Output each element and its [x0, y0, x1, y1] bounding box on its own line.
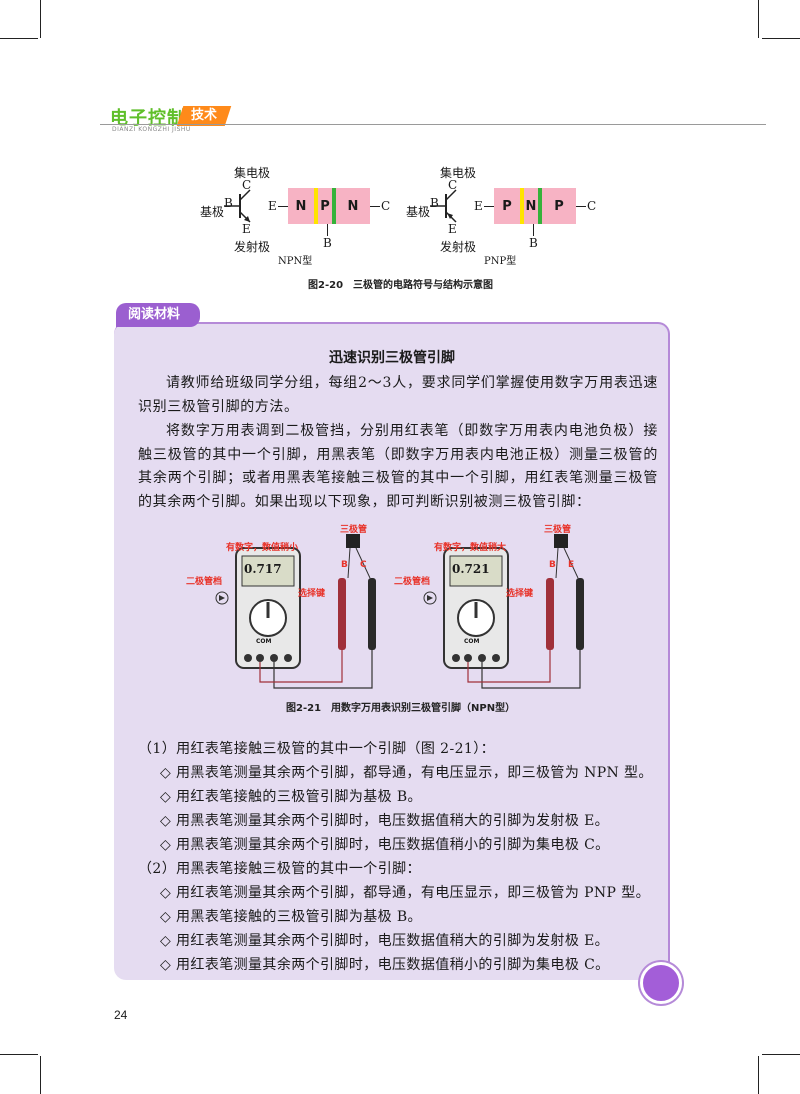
- pnp-structure-bar: P N P: [494, 188, 576, 224]
- npn-bar-c: C: [381, 199, 391, 213]
- npn-junction-2: [332, 188, 336, 224]
- meter-2-diode-label: 二极管档: [394, 577, 431, 587]
- book-logo-icon: [640, 962, 682, 1004]
- npn-e-label: E: [242, 222, 251, 236]
- npn-seg-3: N: [336, 188, 370, 224]
- meter-1-pin-c: C: [360, 560, 367, 570]
- meter-2-pin-b: B: [549, 560, 556, 570]
- header-title-orange: 技术: [190, 108, 217, 123]
- crop-mark: [758, 1056, 759, 1094]
- meter-2-transistor-label: 三极管: [544, 525, 572, 535]
- pnp-junction-1: [520, 188, 524, 224]
- header-badge: 电子控制 技术: [110, 104, 232, 129]
- meter-1-selector-label: 选择键: [298, 589, 326, 599]
- step-line-7: ◇ 用红表笔测量其余两个引脚，都导通，有电压显示，即三极管为 PNP 型。: [160, 885, 651, 901]
- meter-2-com-label: COM: [464, 638, 480, 645]
- pnp-wire-c: [576, 206, 586, 207]
- pnp-emitter-label: 发射极: [440, 240, 477, 254]
- pnp-bar-b: B: [529, 236, 538, 250]
- page-number: 24: [114, 1008, 128, 1022]
- reading-box: [114, 322, 670, 980]
- npn-emitter-label: 发射极: [234, 240, 271, 254]
- meter-1-com-label: COM: [256, 638, 272, 645]
- step-line-5: ◇ 用黑表笔测量其余两个引脚时，电压数据值稍小的引脚为集电极 C。: [160, 837, 610, 853]
- reading-title: 迅速识别三极管引脚: [329, 350, 455, 366]
- reading-tab: 阅读材料: [116, 303, 200, 327]
- reading-paragraph-2: 将数字万用表调到二极管挡，分别用红表笔（即数字万用表内电池负极）接触三极管的其中…: [138, 423, 658, 510]
- npn-seg-2: P: [318, 188, 332, 224]
- step-line-9: ◇ 用红表笔测量其余两个引脚时，电压数据值稍大的引脚为发射极 E。: [160, 933, 610, 949]
- npn-c-label: C: [242, 178, 252, 192]
- crop-mark: [758, 0, 759, 38]
- figure-2-20-caption: 图2-20 三极管的电路符号与结构示意图: [308, 280, 494, 291]
- multimeter-1-drawing-icon: [215, 534, 376, 689]
- meter-2-reading: 0.721: [452, 562, 490, 576]
- pnp-collector-label: 集电极: [440, 166, 477, 180]
- reading-tab-label: 阅读材料: [128, 307, 181, 322]
- pnp-seg-1: P: [494, 188, 520, 224]
- header-rule: [100, 124, 766, 125]
- pnp-wire-b: [533, 224, 534, 236]
- pnp-symbol-icon: [430, 189, 457, 223]
- header-title-green: 电子控制: [110, 108, 186, 129]
- header-title-orange-box: 技术: [176, 106, 232, 126]
- npn-junction-1: [314, 188, 318, 224]
- meter-1-reading: 0.717: [244, 562, 282, 576]
- crop-mark: [0, 38, 38, 39]
- npn-type-label: NPN型: [278, 256, 313, 267]
- header-subtitle: DIANZI KONGZHI JISHU: [112, 126, 191, 133]
- crop-mark: [762, 38, 800, 39]
- meter-2-value-label: 有数字，数值稍大: [434, 543, 507, 553]
- crop-mark: [40, 0, 41, 38]
- step-line-1: （1）用红表笔接触三极管的其中一个引脚（图 2-21）：: [138, 741, 496, 757]
- npn-symbol-icon: [224, 189, 251, 223]
- meter-2-selector-label: 选择键: [506, 589, 534, 599]
- pnp-c-label: C: [448, 178, 458, 192]
- npn-wire-c: [370, 206, 380, 207]
- pnp-junction-2: [538, 188, 542, 224]
- crop-mark: [40, 1056, 41, 1094]
- meter-1-value-label: 有数字，数值稍小: [226, 543, 299, 553]
- meter-2-pin-e: E: [568, 560, 575, 570]
- step-line-10: ◇ 用红表笔测量其余两个引脚时，电压数据值稍小的引脚为集电极 C。: [160, 957, 610, 973]
- npn-bar-b: B: [323, 236, 332, 250]
- pnp-seg-2: N: [524, 188, 538, 224]
- reading-paragraph-1: 请教师给班级同学分组，每组2～3人，要求同学们掌握使用数字万用表迅速识别三极管引…: [138, 375, 658, 415]
- pnp-seg-3: P: [542, 188, 576, 224]
- multimeter-2-drawing-icon: [423, 534, 584, 689]
- meter-1-pin-b: B: [341, 560, 348, 570]
- npn-bar-e: E: [268, 199, 277, 213]
- npn-b-label: B: [224, 196, 233, 210]
- pnp-base-label: 基极: [406, 205, 431, 219]
- pnp-bar-c: C: [587, 199, 597, 213]
- npn-structure-bar: N P N: [288, 188, 370, 224]
- npn-wire-b: [327, 224, 328, 236]
- npn-wire-e: [278, 206, 288, 207]
- pnp-e-label: E: [448, 222, 457, 236]
- pnp-bar-e: E: [474, 199, 483, 213]
- step-line-4: ◇ 用黑表笔测量其余两个引脚时，电压数据值稍大的引脚为发射极 E。: [160, 813, 610, 829]
- crop-mark: [0, 1054, 38, 1055]
- npn-seg-1: N: [288, 188, 314, 224]
- crop-mark: [762, 1054, 800, 1055]
- npn-collector-label: 集电极: [234, 166, 271, 180]
- meter-1-transistor-label: 三极管: [340, 525, 368, 535]
- figure-2-21-caption: 图2-21 用数字万用表识别三极管引脚（NPN型）: [286, 703, 516, 714]
- npn-base-label: 基极: [200, 205, 225, 219]
- step-line-2: ◇ 用黑表笔测量其余两个引脚，都导通，有电压显示，即三极管为 NPN 型。: [160, 765, 653, 781]
- step-line-6: （2）用黑表笔接触三极管的其中一个引脚：: [138, 861, 421, 877]
- step-line-3: ◇ 用红表笔接触的三极管引脚为基极 B。: [160, 789, 422, 805]
- pnp-wire-e: [484, 206, 494, 207]
- step-line-8: ◇ 用黑表笔接触的三极管引脚为基极 B。: [160, 909, 422, 925]
- meter-1-diode-label: 二极管档: [186, 577, 223, 587]
- pnp-b-label: B: [430, 196, 439, 210]
- pnp-type-label: PNP型: [484, 256, 517, 267]
